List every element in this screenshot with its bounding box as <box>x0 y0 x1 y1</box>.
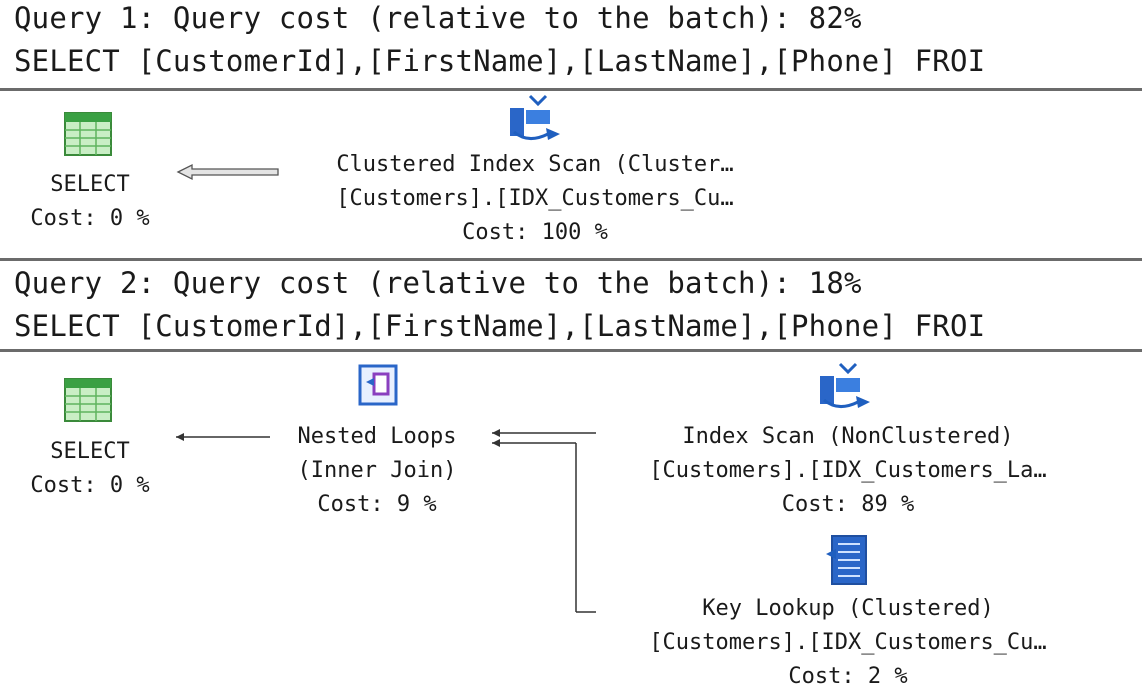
nested-cost: Cost: 9 % <box>317 492 437 517</box>
index-scan-cost: Cost: 89 % <box>781 492 915 517</box>
scan-cost: Cost: 100 % <box>462 220 608 245</box>
query1-clustered-index-scan-node[interactable]: Clustered Index Scan (Cluster… [Customer… <box>280 148 790 250</box>
scan-line1: Clustered Index Scan (Cluster… <box>336 152 734 177</box>
query2-sql: SELECT [CustomerId],[FirstName],[LastNam… <box>14 309 986 343</box>
select-cost: Cost: 0 % <box>30 206 150 231</box>
select-cost: Cost: 0 % <box>30 473 150 498</box>
query1-separator <box>0 88 1142 91</box>
nested-line2: (Inner Join) <box>297 458 457 483</box>
nested-line1: Nested Loops <box>297 424 457 449</box>
query1-bottom-separator <box>0 258 1142 261</box>
query1-sql: SELECT [CustomerId],[FirstName],[LastNam… <box>14 44 986 78</box>
select-label: SELECT <box>50 439 130 464</box>
key-lookup-cost: Cost: 2 % <box>788 664 908 689</box>
query2-separator <box>0 349 1142 352</box>
query2-index-scan-node[interactable]: Index Scan (NonClustered) [Customers].[I… <box>598 420 1098 522</box>
query1-header: Query 1: Query cost (relative to the bat… <box>14 1 862 35</box>
index-scan-line2: [Customers].[IDX_Customers_La… <box>649 458 1047 483</box>
index-scan-line1: Index Scan (NonClustered) <box>682 424 1014 449</box>
query2-select-node[interactable]: SELECT Cost: 0 % <box>10 435 170 503</box>
index-scan-icon[interactable] <box>818 362 876 416</box>
query2-nested-loops-node[interactable]: Nested Loops (Inner Join) Cost: 9 % <box>262 420 492 522</box>
select-label: SELECT <box>50 172 130 197</box>
query2-key-lookup-node[interactable]: Key Lookup (Clustered) [Customers].[IDX_… <box>598 592 1098 694</box>
scan-line2: [Customers].[IDX_Customers_Cu… <box>336 186 734 211</box>
query2-header: Query 2: Query cost (relative to the bat… <box>14 266 862 300</box>
key-lookup-line2: [Customers].[IDX_Customers_Cu… <box>649 630 1047 655</box>
result-grid-icon[interactable] <box>64 378 112 426</box>
nested-loops-icon[interactable] <box>354 362 402 412</box>
result-grid-icon[interactable] <box>64 112 112 160</box>
clustered-index-scan-icon[interactable] <box>508 94 566 148</box>
key-lookup-icon[interactable] <box>824 534 872 592</box>
query1-select-node[interactable]: SELECT Cost: 0 % <box>10 168 170 236</box>
key-lookup-line1: Key Lookup (Clustered) <box>702 596 994 621</box>
